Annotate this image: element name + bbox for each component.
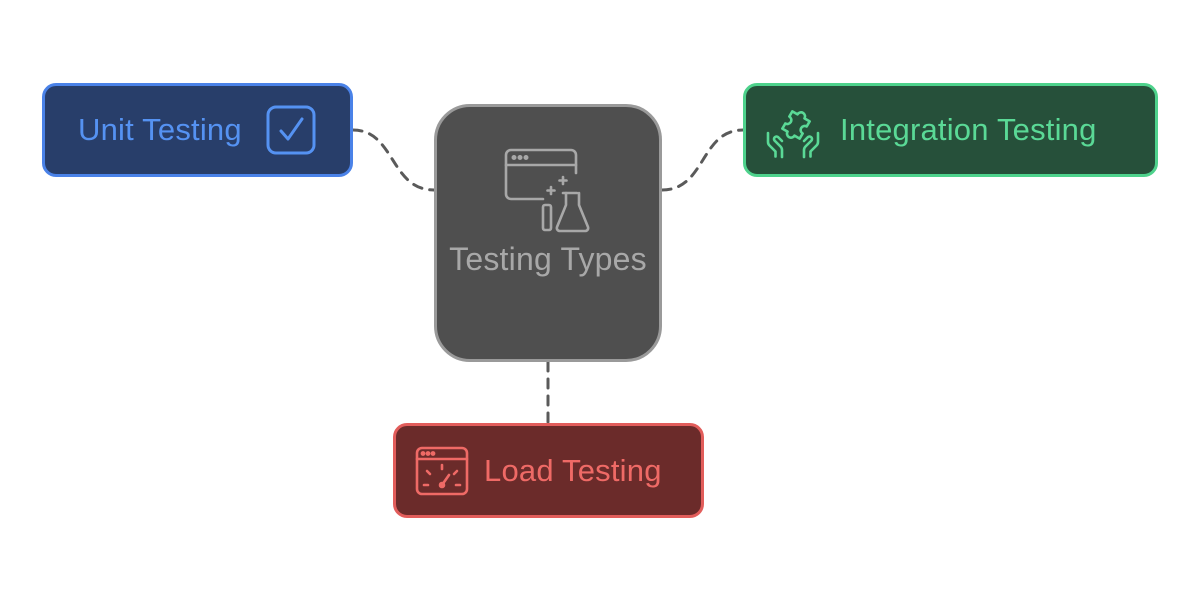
checkbox-check-icon bbox=[266, 105, 316, 155]
branch-node-unit-testing[interactable]: Unit Testing bbox=[42, 83, 353, 177]
branch-node-label: Load Testing bbox=[484, 452, 662, 488]
branch-node-integration-testing[interactable]: Integration Testing bbox=[743, 83, 1158, 177]
browser-lab-flask-icon bbox=[504, 148, 590, 233]
connector-center-to-integration bbox=[660, 128, 745, 192]
branch-node-label: Unit Testing bbox=[78, 112, 242, 147]
browser-gauge-icon bbox=[415, 446, 469, 495]
center-node-label: Testing Types bbox=[449, 241, 647, 277]
branch-node-load-testing[interactable]: Load Testing bbox=[393, 423, 704, 518]
hands-puzzle-icon bbox=[766, 110, 820, 159]
center-node-testing-types[interactable]: Testing Types bbox=[434, 104, 662, 362]
branch-node-label: Integration Testing bbox=[840, 112, 1097, 147]
connector-center-to-unit bbox=[351, 128, 436, 192]
